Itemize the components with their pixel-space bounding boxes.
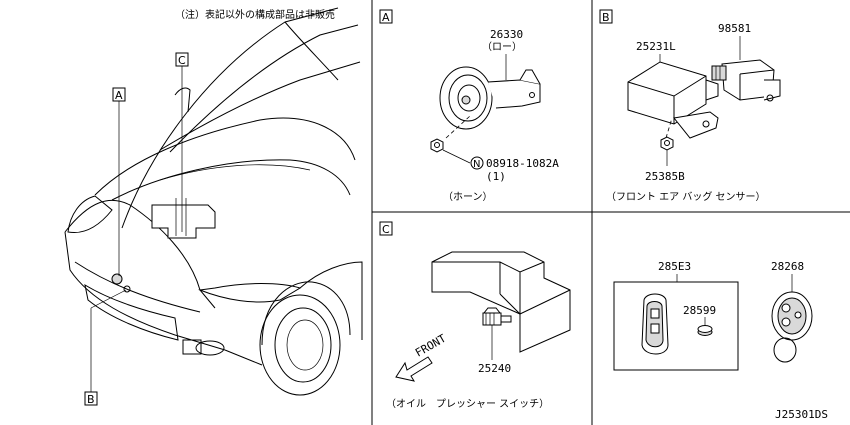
panel-c: C 25240 FRONT （オイル プレッシャー スイッチ） xyxy=(379,221,571,410)
callout-b[interactable]: B xyxy=(84,289,127,406)
diagram-id: J25301DS xyxy=(775,408,828,421)
panel-grid xyxy=(371,0,850,425)
key-fob-icon xyxy=(641,293,669,355)
panel-a-caption: （ホーン） xyxy=(443,191,493,203)
battery-part-number: 28599 xyxy=(683,304,716,317)
remote-keyfob-icon xyxy=(771,291,813,363)
callout-c[interactable]: C xyxy=(175,52,189,232)
nut-icon xyxy=(430,138,444,153)
front-arrow-icon xyxy=(395,356,433,382)
callout-a[interactable]: A xyxy=(112,87,126,276)
panel-a-tag xyxy=(379,9,393,24)
battery-icon xyxy=(697,325,713,336)
svg-text:C: C xyxy=(178,54,186,67)
sensor-nut-part-number: 25385B xyxy=(645,170,685,183)
svg-text:A: A xyxy=(115,89,123,102)
panel-c-caption: （オイル プレッシャー スイッチ） xyxy=(386,398,549,410)
svg-text:C: C xyxy=(382,223,390,236)
key-set-box xyxy=(613,281,739,371)
sensor-nut-icon xyxy=(660,136,674,151)
non-sale-note: （注）表記以外の構成部品は非販売 xyxy=(175,8,335,21)
front-label: FRONT xyxy=(413,332,449,360)
svg-text:B: B xyxy=(87,393,95,406)
oil-pressure-switch-icon xyxy=(482,307,512,326)
svg-text:A: A xyxy=(382,11,390,24)
airbag-sensor-icon xyxy=(627,61,719,139)
key-part-number: 285E3 xyxy=(658,260,691,273)
panel-b-tag xyxy=(599,9,613,24)
panel-d: 285E3 28599 28268 xyxy=(613,260,813,371)
switch-part-number: 25240 xyxy=(478,362,511,375)
connector-part-number: 98581 xyxy=(718,22,751,35)
horn-part-number: 26330 xyxy=(490,28,523,41)
nut-part-number: 08918-1082A xyxy=(486,157,559,170)
connector-icon xyxy=(711,59,781,102)
nut-quantity: (1) xyxy=(486,170,506,183)
remote-part-number: 28268 xyxy=(771,260,804,273)
car-illustration xyxy=(64,7,363,396)
horn-icon xyxy=(439,66,541,130)
svg-text:B: B xyxy=(602,11,610,24)
panel-a: A 26330 （ロー） N 08918-1082A (1) （ホーン） xyxy=(379,9,559,203)
panel-b: B 98581 25231L xyxy=(599,9,781,203)
svg-text:N: N xyxy=(473,159,480,170)
horn-part-sub: （ロー） xyxy=(482,41,522,53)
sensor-part-number: 25231L xyxy=(636,40,676,53)
panel-c-tag xyxy=(379,221,393,236)
panel-b-caption: （フロント エア バッグ センサー） xyxy=(606,190,766,203)
engine-block-shape xyxy=(431,251,571,353)
n-mark-icon xyxy=(470,156,484,170)
